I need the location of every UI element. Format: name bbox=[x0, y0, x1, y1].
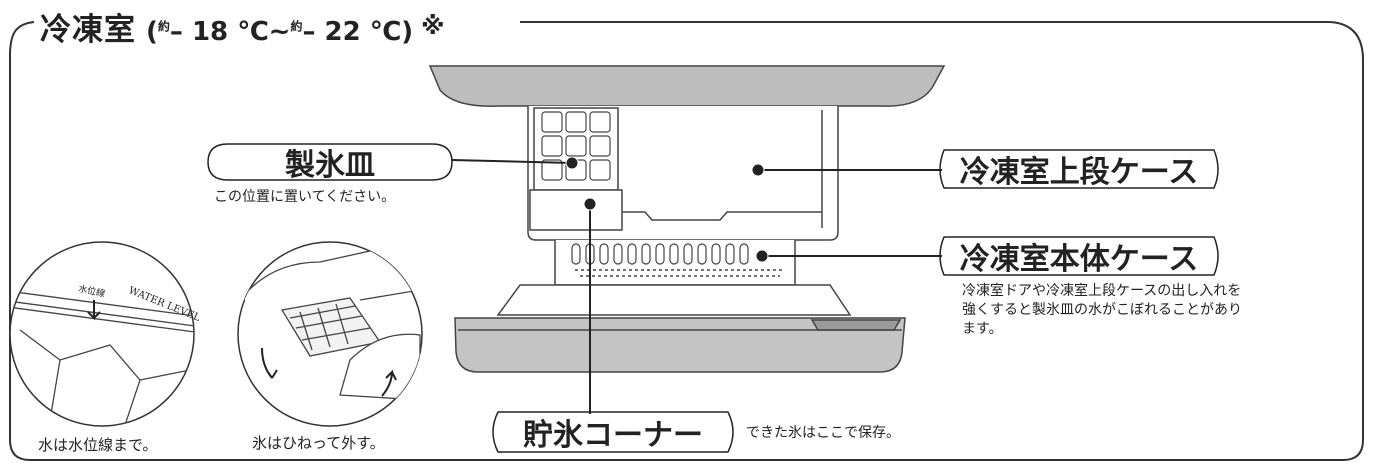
title-main: 冷凍室 bbox=[40, 12, 136, 48]
drawer-front bbox=[454, 317, 906, 373]
dot-ice-tray bbox=[565, 156, 579, 170]
inset-water-level bbox=[9, 241, 195, 427]
approx-mark-2: 約 bbox=[290, 19, 303, 34]
pill-ice-storage-outline bbox=[492, 411, 734, 453]
twist-caption: 氷はひねって外す。 bbox=[252, 434, 385, 452]
water-level-arrow-icon bbox=[87, 300, 101, 321]
ice-tray-cells bbox=[541, 111, 611, 181]
main-case-ribs bbox=[571, 243, 749, 265]
label-ice-tray: 製氷皿 bbox=[285, 148, 375, 183]
label-ice-storage: 貯氷コーナー bbox=[523, 418, 703, 453]
inset-twist-tray bbox=[237, 241, 423, 427]
main-case-note: 冷凍室ドアや冷凍室上段ケースの出し入れを 強くすると製氷皿の水がこぼれることがあ… bbox=[962, 283, 1242, 337]
dot-ice-storage bbox=[583, 197, 597, 211]
ice-tray-note: この位置に置いてください。 bbox=[214, 189, 396, 205]
note-mark: ※ bbox=[421, 12, 445, 40]
label-upper-case: 冷凍室上段ケース bbox=[959, 155, 1199, 190]
leader-ice-tray bbox=[451, 159, 573, 164]
upper-shelf bbox=[428, 65, 946, 107]
section-frame bbox=[9, 21, 1364, 461]
dot-upper-case bbox=[751, 163, 765, 177]
section-title: 冷凍室 (約– 18 ℃~約– 22 ℃) ※ bbox=[36, 4, 451, 48]
twist-arrow-left-icon bbox=[261, 347, 278, 379]
title-temperature-range: (約– 18 ℃~約– 22 ℃) bbox=[146, 17, 414, 47]
water-level-caption: 水は水位線まで。 bbox=[38, 436, 158, 454]
freezer-illustration bbox=[428, 65, 946, 373]
leader-lines bbox=[451, 156, 942, 414]
pill-upper-case-outline bbox=[939, 149, 1219, 189]
twist-arrow-right-icon bbox=[381, 369, 397, 397]
label-pills bbox=[207, 143, 1219, 453]
pill-main-case-outline bbox=[939, 236, 1219, 276]
drawer-top bbox=[496, 284, 852, 316]
approx-mark-1: 約 bbox=[157, 19, 170, 34]
ice-storage-note: できた氷はここで保存。 bbox=[746, 425, 900, 441]
dot-main-case bbox=[755, 249, 769, 263]
pill-ice-tray-outline bbox=[207, 143, 453, 181]
label-main-case: 冷凍室本体ケース bbox=[959, 242, 1199, 277]
